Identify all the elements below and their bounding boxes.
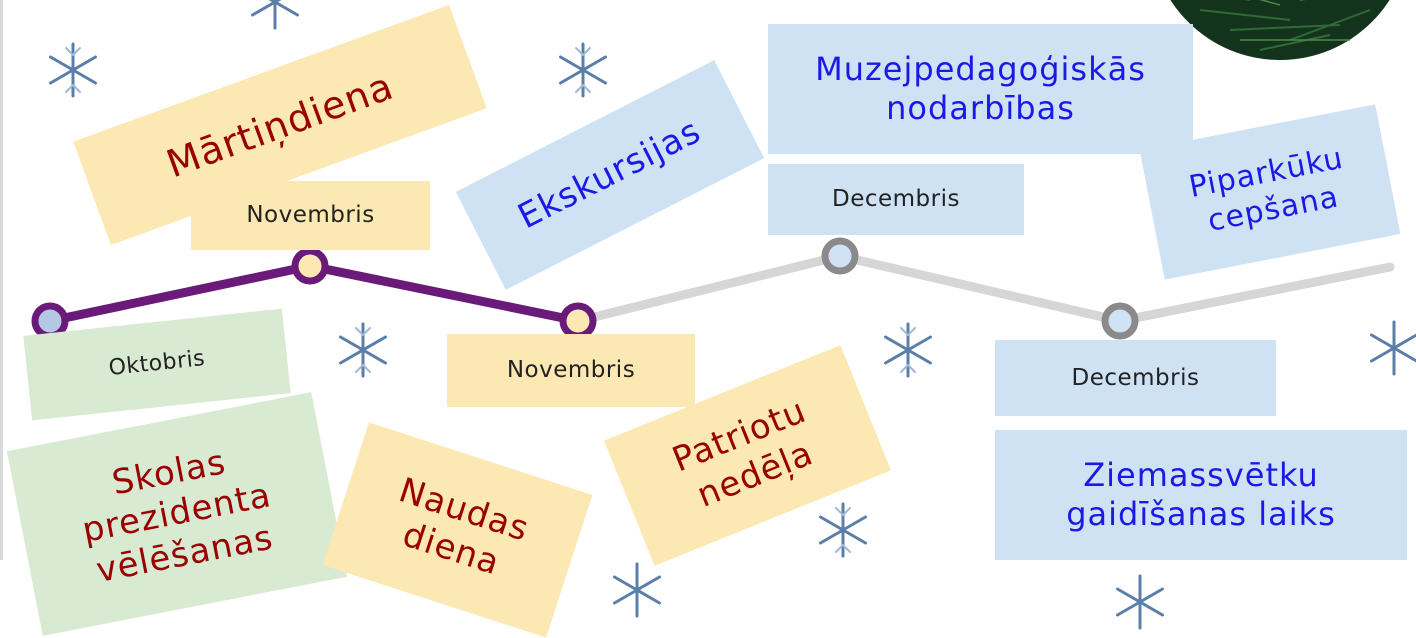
month-label-text: Decembris <box>832 185 960 213</box>
event-card-line-2: nodarbības <box>886 89 1075 128</box>
timeline-node-novembris-top <box>295 251 325 281</box>
timeline-node-novembris-bottom <box>563 306 593 336</box>
snowflake-icon <box>607 560 667 620</box>
snowflake-icon <box>245 0 305 32</box>
month-label-text: Decembris <box>1072 364 1200 392</box>
month-label-novembris-bottom: Novembris <box>447 334 695 407</box>
month-label-text: Oktobris <box>107 346 206 383</box>
month-label-text: Novembris <box>246 201 374 229</box>
month-label-decembris-bottom: Decembris <box>995 340 1276 416</box>
snowflake-icon <box>553 40 613 100</box>
snowflake-icon <box>43 40 103 100</box>
event-card-line-1: Ziemassvētku <box>1083 456 1319 495</box>
event-card-line-2: gaidīšanas laiks <box>1066 495 1336 534</box>
timeline-node-decembris-top <box>825 241 855 271</box>
snowflake-icon <box>878 320 938 380</box>
timeline-future-line <box>578 256 1390 321</box>
event-card-line-1: Muzejpedagoģiskās <box>815 50 1146 89</box>
snowflake-icon <box>333 320 393 380</box>
month-label-text: Novembris <box>507 356 635 384</box>
snowflake-icon <box>1364 318 1416 378</box>
timeline-node-decembris-bottom <box>1105 306 1135 336</box>
month-label-decembris-top: Decembris <box>768 164 1024 235</box>
event-card-muzejpedagogiskas: Muzejpedagoģiskās nodarbības <box>768 24 1193 154</box>
snowflake-icon <box>813 500 873 560</box>
snowflake-icon <box>1110 572 1170 632</box>
event-card-ziemassvetku: Ziemassvētku gaidīšanas laiks <box>995 430 1407 560</box>
